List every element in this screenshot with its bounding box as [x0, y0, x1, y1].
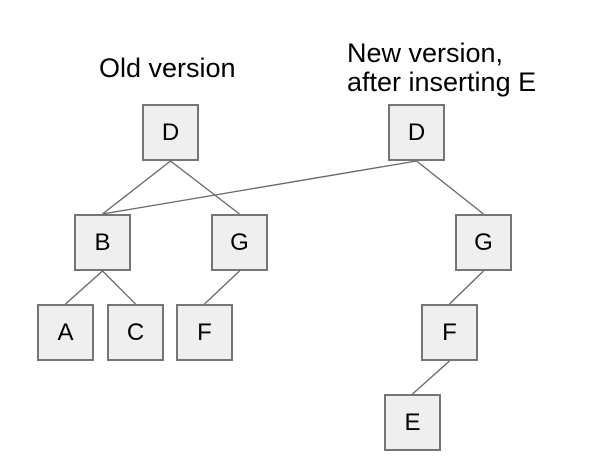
edge-old-g-to-old-f — [204, 270, 240, 305]
tree-node-new-d: D — [388, 104, 445, 161]
tree-node-old-a: A — [37, 304, 94, 361]
old-version-title: Old version — [99, 53, 236, 83]
edge-new-d-to-old-b — [102, 160, 417, 215]
edge-old-d-to-old-g — [170, 160, 240, 215]
new-version-title: New version, after inserting E — [347, 39, 536, 97]
tree-node-new-g: G — [455, 214, 512, 271]
tree-node-new-f: F — [421, 304, 478, 361]
edge-old-b-to-old-c — [102, 270, 136, 305]
tree-node-old-g: G — [211, 214, 268, 271]
tree-node-old-c: C — [107, 304, 164, 361]
edge-new-d-to-new-g — [416, 160, 484, 215]
edge-new-f-to-new-e — [412, 360, 450, 395]
edge-old-d-to-old-b — [102, 160, 171, 215]
edge-old-b-to-old-a — [65, 270, 103, 305]
new-version-title-line1: New version, — [347, 38, 504, 68]
tree-node-new-e: E — [384, 394, 441, 451]
tree-node-old-d: D — [142, 104, 199, 161]
tree-node-old-f: F — [176, 304, 233, 361]
edge-new-g-to-new-f — [449, 270, 484, 305]
tree-node-old-b: B — [74, 214, 131, 271]
new-version-title-line2: after inserting E — [347, 67, 537, 97]
